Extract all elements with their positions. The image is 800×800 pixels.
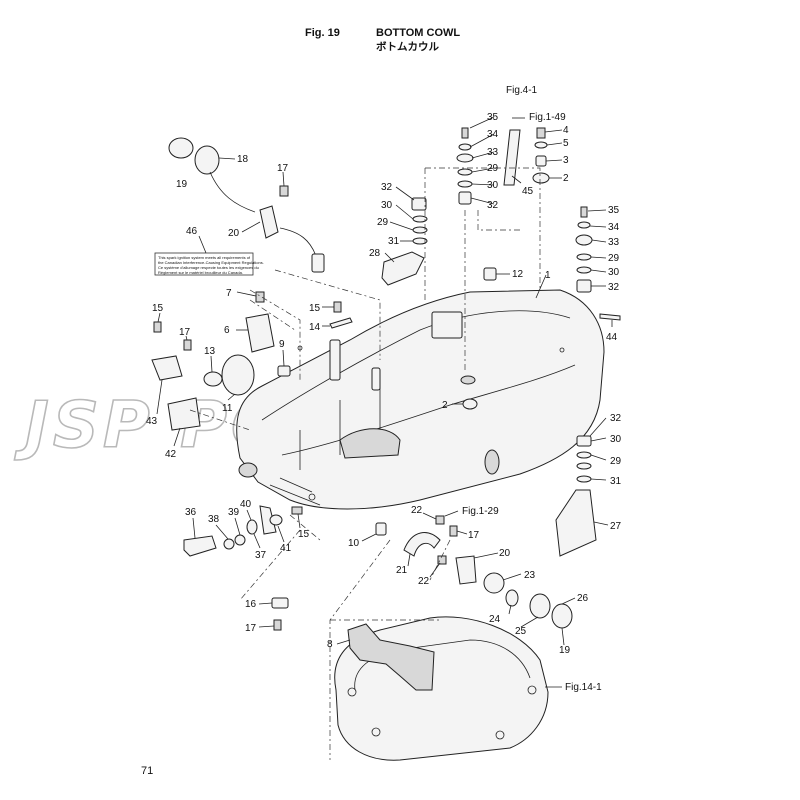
notice-line: Règlement sur le matériel brouilleur du … <box>158 270 243 275</box>
callout: 22 <box>418 576 430 587</box>
callout: 29 <box>377 217 389 228</box>
callout: 44 <box>606 332 618 343</box>
callout: 15 <box>152 303 164 314</box>
callout: 23 <box>524 570 536 581</box>
callout: 30 <box>610 434 622 445</box>
callout: 27 <box>610 521 622 532</box>
callout: 34 <box>487 129 499 140</box>
callout: 34 <box>608 222 620 233</box>
callout: 30 <box>487 180 499 191</box>
callout: 19 <box>176 179 188 190</box>
callout: 29 <box>487 163 499 174</box>
callout: 17 <box>179 327 191 338</box>
callout: 45 <box>522 186 534 197</box>
callout: 15 <box>298 529 310 540</box>
callout: 11 <box>222 403 233 414</box>
callout: 18 <box>237 154 249 165</box>
callout: 9 <box>279 339 285 350</box>
callout: 20 <box>228 228 240 239</box>
callout: 33 <box>487 147 499 158</box>
callout: 22 <box>411 505 423 516</box>
callout: 38 <box>208 514 220 525</box>
callout: 29 <box>610 456 622 467</box>
ignition-notice-label: This spark ignition system meets all req… <box>154 252 264 276</box>
callout: 10 <box>348 538 360 549</box>
callout: 30 <box>608 267 620 278</box>
callout: 39 <box>228 507 240 518</box>
small-parts <box>151 127 621 631</box>
notice-line: Ce système d'allumage respecte toutes le… <box>158 265 259 270</box>
callout: 31 <box>388 236 400 247</box>
callout: 30 <box>381 200 393 211</box>
callout: 46 <box>186 226 198 237</box>
callout: 19 <box>559 645 571 656</box>
callout: 7 <box>226 288 232 299</box>
callout: 13 <box>204 346 216 357</box>
callout: 31 <box>610 476 622 487</box>
callout: 2 <box>563 173 569 184</box>
callout: 16 <box>245 599 257 610</box>
page-number: 71 <box>141 765 154 777</box>
callout: 32 <box>608 282 620 293</box>
ref-fig-1-49: Fig.1-49 <box>529 112 566 123</box>
callout: 40 <box>240 499 252 510</box>
callout: 26 <box>577 593 589 604</box>
callout: 43 <box>146 416 158 427</box>
callout: 35 <box>608 205 620 216</box>
figure-title: BOTTOM COWL <box>376 27 461 39</box>
ref-fig-14-1: Fig.14-1 <box>565 682 602 693</box>
leader-lines <box>156 116 613 688</box>
callout: 32 <box>610 413 622 424</box>
callout: 25 <box>515 626 527 637</box>
callout: 20 <box>499 548 511 559</box>
notice-line: the Canadian Interference-Causing Equipm… <box>158 260 264 265</box>
part-8-bracket <box>347 623 435 691</box>
callout: 36 <box>185 507 197 518</box>
callout: 17 <box>277 163 289 174</box>
callout: 14 <box>309 322 321 333</box>
callout: 29 <box>608 253 620 264</box>
callout: 5 <box>563 138 569 149</box>
callout: 32 <box>381 182 393 193</box>
callout: 28 <box>369 248 381 259</box>
assembly-reference-lines <box>189 167 541 760</box>
ref-fig-4-1: Fig.4-1 <box>506 85 538 96</box>
callout: 32 <box>487 200 499 211</box>
callout: 1 <box>545 270 551 281</box>
callout: 42 <box>165 449 177 460</box>
callout: 37 <box>255 550 267 561</box>
callout: 4 <box>563 125 569 136</box>
callout: 35 <box>487 112 499 123</box>
bottom-cowl-body <box>236 289 605 510</box>
callout: 24 <box>489 614 501 625</box>
callout: 21 <box>396 565 408 576</box>
callout: 2 <box>442 400 448 411</box>
callout: 17 <box>468 530 480 541</box>
callout: 41 <box>280 543 292 554</box>
callout: 17 <box>245 623 257 634</box>
callout: 3 <box>563 155 569 166</box>
callout: 15 <box>309 303 321 314</box>
figure-number: Fig. 19 <box>305 27 340 39</box>
callout: 8 <box>327 639 333 650</box>
figure-title-japanese: ボトムカウル <box>376 41 439 53</box>
callout: 33 <box>608 237 620 248</box>
callout: 12 <box>512 269 524 280</box>
part-callouts: 35 34 33 29 30 32 45 4 5 3 2 18 19 17 20… <box>146 112 622 656</box>
ref-fig-1-29: Fig.1-29 <box>462 506 499 517</box>
callout: 6 <box>224 325 230 336</box>
notice-line: This spark ignition system meets all req… <box>158 255 251 260</box>
